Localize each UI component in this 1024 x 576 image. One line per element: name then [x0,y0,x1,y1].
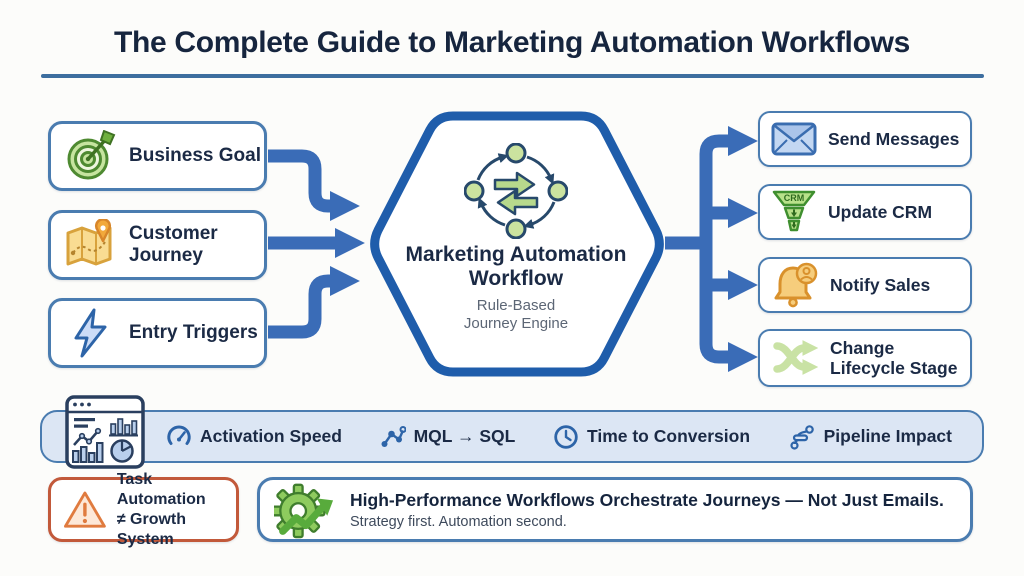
pipeline-icon [790,424,814,450]
takeaway-headline: High-Performance Workflows Orchestrate J… [350,489,944,510]
warning-triangle-icon [64,491,106,528]
bell-notification-icon [774,262,818,308]
workflow-hub: Marketing Automation Workflow Rule-Based… [360,105,672,385]
metric-activation-speed: Activation Speed [166,424,342,450]
action-label: Notify Sales [830,275,931,295]
input-label: Entry Triggers [129,322,258,343]
hub-subtitle: Rule-Based Journey Engine [463,297,569,332]
lightning-icon [74,308,107,358]
input-label: Business Goal [129,145,261,166]
envelope-icon [771,122,817,156]
action-label: Change Lifecycle Stage [830,338,958,378]
takeaway-text: High-Performance Workflows Orchestrate J… [350,490,944,530]
hub-title: Marketing Automation Workflow [405,243,627,290]
target-icon [67,130,116,180]
metric-time-to-conversion: Time to Conversion [553,424,750,450]
crm-funnel-icon: CRM [772,190,816,232]
dashboard-icon-wrap [64,392,146,477]
clock-icon [554,424,578,449]
warning-card: Task Automation ≠ Growth System [48,471,239,548]
cycle-icon [464,143,568,239]
gauge-icon [167,424,191,445]
page-title: The Complete Guide to Marketing Automati… [113,26,911,59]
input-label: Customer Journey [129,223,218,266]
takeaway-card: High-Performance Workflows Orchestrate J… [257,477,973,542]
action-label: Update CRM [828,202,933,222]
svg-text:CRM: CRM [784,193,805,203]
metrics-bar: Activation Speed MQL → SQL Time to [40,410,984,463]
input-card-entry-triggers: Entry Triggers [48,298,267,368]
metric-mql-sql: MQL → SQL [380,424,515,450]
action-card-send-messages: Send Messages [758,111,972,167]
map-icon [66,219,112,266]
input-card-customer-journey: Customer Journey [48,210,267,280]
action-label: Send Messages [828,129,960,149]
dashboard-icon [65,395,145,469]
shuffle-icon [773,340,819,375]
action-card-update-crm: CRM Update CRM [758,184,972,240]
node-link-icon [381,425,406,447]
takeaway-subtext: Strategy first. Automation second. [350,513,567,530]
action-card-change-lifecycle-stage: Change Lifecycle Stage [758,329,972,387]
action-card-notify-sales: Notify Sales [758,257,972,313]
metric-pipeline-impact: Pipeline Impact [788,424,952,450]
header-divider [41,74,984,78]
warning-text: Task Automation ≠ Growth System [116,470,206,548]
hexagon-shape [370,111,664,377]
input-card-business-goal: Business Goal [48,121,267,191]
gear-growth-icon [274,483,334,538]
